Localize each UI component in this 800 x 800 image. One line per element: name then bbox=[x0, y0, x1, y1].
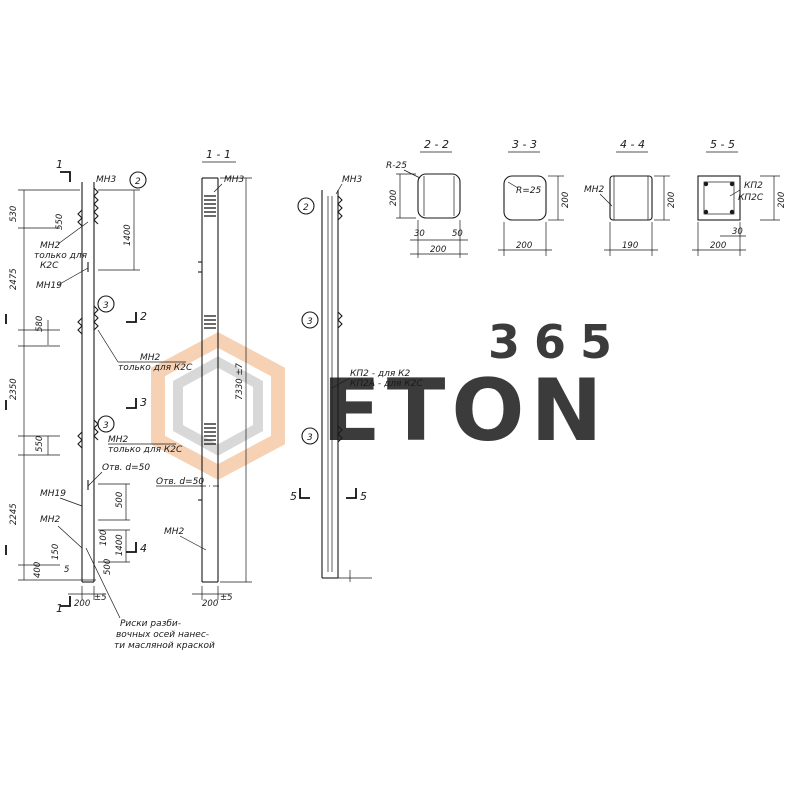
s55-rebar-dot-tl bbox=[703, 181, 709, 187]
cut-mark-2: 2 bbox=[140, 310, 147, 323]
section-title-1-1: 1 - 1 bbox=[206, 148, 231, 161]
dim-2245: 2245 bbox=[9, 503, 19, 525]
cross-section-5-5: 5 - 5 КП2 КП2С 200 30 200 bbox=[692, 138, 787, 256]
s44-mark: МН2 bbox=[584, 185, 605, 195]
dim-2350: 2350 bbox=[9, 378, 19, 400]
label-kp-line1: КП2 - для К2 bbox=[350, 369, 410, 379]
cut-mark-5-left: 5 bbox=[290, 490, 297, 503]
cross-section-3-3: 3 - 3 R=25 200 200 bbox=[498, 138, 571, 256]
label-mn19-a: МН19 bbox=[36, 281, 62, 291]
callout-circle-3a bbox=[97, 295, 115, 313]
label-mn2-c-2: только для К2С bbox=[108, 445, 183, 455]
label-hole-1-1: Отв. d=50 bbox=[156, 477, 204, 487]
callout-circle-2 bbox=[129, 171, 147, 189]
section-title-2-2: 2 - 2 bbox=[424, 138, 449, 151]
callout-circle-2-label: 2 bbox=[135, 177, 141, 187]
dim-550-top: 550 bbox=[55, 214, 65, 230]
dim-5: 5 bbox=[64, 565, 69, 575]
cut-mark-1-top: 1 bbox=[56, 158, 63, 171]
cut-mark-4: 4 bbox=[140, 542, 147, 555]
label-mn2-a-1: МН2 bbox=[40, 241, 61, 251]
dim-1400-top: 1400 bbox=[123, 224, 133, 246]
s22-c30: 30 bbox=[414, 229, 425, 239]
cut-mark-5-right: 5 bbox=[360, 490, 367, 503]
label-mn3-front: МН3 bbox=[96, 175, 117, 185]
front-view: 530 2475 2350 2245 400 1400 550 580 550 … bbox=[5, 158, 215, 651]
cut-mark-3: 3 bbox=[140, 396, 147, 409]
cross-section-2-2: 2 - 2 200 R-25 30 50 200 bbox=[386, 138, 468, 258]
label-mn2-b-1: МН2 bbox=[140, 353, 161, 363]
dim-200: 200 bbox=[74, 599, 90, 609]
rebar-callout-3a-label: 3 bbox=[307, 317, 313, 327]
dim-1-1-tol: ±5 bbox=[220, 593, 233, 603]
rebar-callout-2 bbox=[297, 197, 315, 215]
rebar-callout-3a bbox=[301, 311, 319, 329]
s22-bottom-dim: 200 bbox=[430, 245, 446, 255]
s22-c50: 50 bbox=[452, 229, 463, 239]
label-mn2-d: МН2 bbox=[40, 515, 61, 525]
dim-2475: 2475 bbox=[9, 268, 19, 290]
s55-kp-line2: КП2С bbox=[738, 193, 764, 203]
label-mn3-rebar: МН3 bbox=[342, 175, 363, 185]
dim-150: 150 bbox=[51, 544, 61, 560]
dim-500: 500 bbox=[115, 492, 125, 508]
s33-radius: R=25 bbox=[516, 186, 542, 196]
label-hole-front: Отв. d=50 bbox=[102, 463, 150, 473]
s33-side-dim: 200 bbox=[561, 192, 571, 208]
s55-side-dim: 200 bbox=[777, 192, 787, 208]
section-title-3-3: 3 - 3 bbox=[512, 138, 537, 151]
label-mn2-c-1: МН2 bbox=[108, 435, 129, 445]
callout-circle-3b-label: 3 bbox=[103, 421, 109, 431]
label-mn2-b-2: только для К2С bbox=[118, 363, 193, 373]
s55-c30: 30 bbox=[732, 227, 743, 237]
label-mn2-a-3: К2С bbox=[40, 261, 59, 271]
notes-line-2: вочных осей нанес- bbox=[116, 630, 209, 640]
s22-side-dim: 200 bbox=[389, 190, 399, 206]
cross-section-4-4: 4 - 4 МН2 200 190 bbox=[584, 138, 677, 256]
s44-side-dim: 200 bbox=[667, 192, 677, 208]
s44-bottom-dim: 190 bbox=[622, 241, 638, 251]
section-title-5-5: 5 - 5 bbox=[710, 138, 735, 151]
rebar-callout-3b bbox=[301, 427, 319, 445]
dim-580: 580 bbox=[35, 316, 45, 332]
notes-line-1: Риски разби- bbox=[120, 619, 181, 629]
dim-530: 530 bbox=[9, 206, 19, 222]
rebar-callout-2-label: 2 bbox=[303, 203, 309, 213]
s55-rebar-dot-tr bbox=[729, 181, 735, 187]
s22-radius: R-25 bbox=[386, 161, 407, 171]
dim-100: 100 bbox=[99, 530, 109, 546]
rebar-view: 2 3 3 5 5 МН3 КП2 - для К2 КП2А - для К2… bbox=[290, 175, 423, 582]
dim-550-mid: 550 bbox=[35, 436, 45, 452]
section-1-1-rebar-bands bbox=[204, 195, 216, 445]
rebar-callout-3b-label: 3 bbox=[307, 433, 313, 443]
notes-line-3: ти масляной краской bbox=[114, 641, 215, 651]
dim-tolerance: ±5 bbox=[94, 593, 107, 603]
dim-1400-bottom: 1400 bbox=[115, 534, 125, 556]
section-title-4-4: 4 - 4 bbox=[620, 138, 645, 151]
label-mn3-1-1: МН3 bbox=[224, 175, 245, 185]
dim-1-1-width: 200 bbox=[202, 599, 218, 609]
dim-500-bottom: 500 bbox=[103, 559, 113, 575]
label-mn2-a-2: только для bbox=[34, 251, 88, 261]
label-mn19-b: МН19 bbox=[40, 489, 66, 499]
section-1-1: 1 - 1 bbox=[156, 148, 252, 609]
watermark-main-text: ETON bbox=[322, 361, 609, 461]
cut-mark-1-bottom: 1 bbox=[56, 602, 63, 615]
watermark-top-text: 365 bbox=[488, 315, 626, 369]
watermark: 365 ETON bbox=[151, 315, 626, 480]
s55-kp-line1: КП2 bbox=[744, 181, 763, 191]
callout-circle-3b bbox=[97, 415, 115, 433]
dim-400: 400 bbox=[33, 562, 43, 578]
s55-rebar-dot-bl bbox=[703, 209, 709, 215]
s33-bottom-dim: 200 bbox=[516, 241, 532, 251]
dim-7330: 7330 ±7 bbox=[235, 363, 245, 400]
label-mn2-1-1: МН2 bbox=[164, 527, 185, 537]
s55-bottom-dim: 200 bbox=[710, 241, 726, 251]
label-kp-line2: КП2А - для К2С bbox=[350, 379, 423, 389]
s55-rebar-dot-br bbox=[729, 209, 735, 215]
callout-circle-3a-label: 3 bbox=[103, 301, 109, 311]
